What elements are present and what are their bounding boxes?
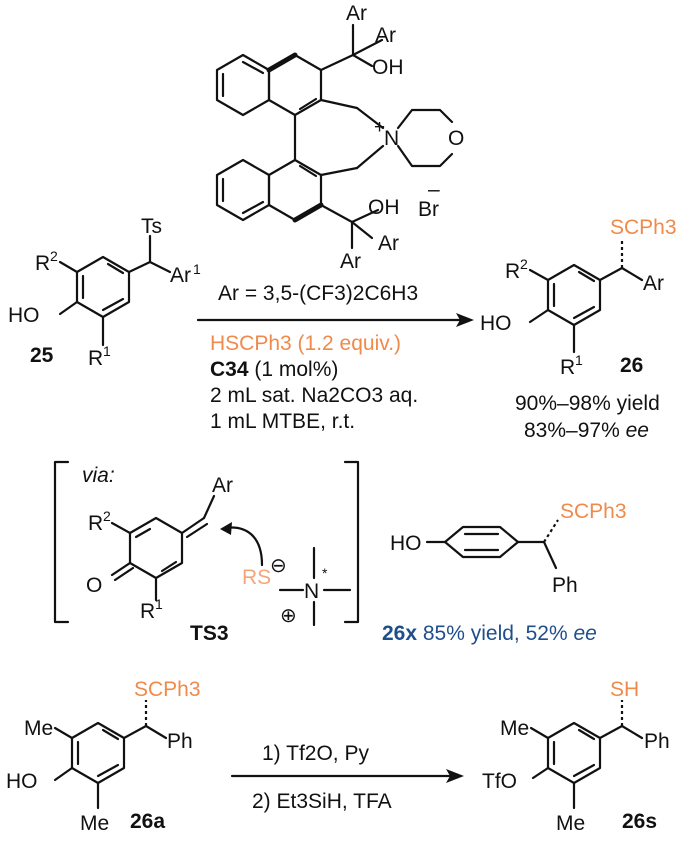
ts3-o: O <box>86 574 102 597</box>
26a-ho: HO <box>6 770 38 793</box>
ts3-plus: ⊕ <box>280 605 297 627</box>
compound-26a: SCPh3 Ph Me HO Me 26a <box>6 678 201 835</box>
ts3-minus: ⊖ <box>270 555 287 577</box>
26s-tfo: TfO <box>482 770 517 793</box>
condition-reagent: HSCPh3 (1.2 equiv.) <box>210 332 401 355</box>
sub-ar1: Ar <box>170 264 191 287</box>
substrate-25: Ts Ar 1 R 2 HO R 1 25 <box>8 215 201 370</box>
cat-oh-bot: OH <box>368 196 400 219</box>
ts3-label: TS3 <box>190 622 229 645</box>
ts3-via: via: <box>82 464 115 487</box>
26a-ph: Ph <box>167 730 193 753</box>
26s-sh: SH <box>610 678 639 701</box>
product-number: 26 <box>620 354 643 377</box>
svg-text:2: 2 <box>520 256 528 272</box>
ts3-structure: via: Ar R 2 O R 1 RS ⊖ N * ⊕ TS3 <box>53 460 360 645</box>
cat-minus: – <box>428 178 440 201</box>
26a-scph3: SCPh3 <box>134 678 201 701</box>
prod-scph3: SCPh3 <box>610 216 677 239</box>
ts3-rs: RS <box>242 566 271 589</box>
26a-me-top: Me <box>24 717 53 740</box>
cat-ar-bot: Ar <box>378 232 399 255</box>
prod-r1: R <box>560 356 575 379</box>
ts3-ar: Ar <box>212 474 233 497</box>
step-2: 2) Et3SiH, TFA <box>252 790 392 813</box>
example-result: 26x 85% yield, 52% ee <box>382 622 597 645</box>
ts3-star: * <box>322 565 328 581</box>
prod-r2: R <box>505 260 520 283</box>
svg-text:2: 2 <box>50 248 58 264</box>
ee-range: 83%–97% ee <box>524 419 649 442</box>
cat-o: O <box>448 127 464 150</box>
26a-me-bot: Me <box>80 812 109 835</box>
ts3-r2: R <box>88 512 103 535</box>
26s-ph: Ph <box>644 730 670 753</box>
ts3-r1: R <box>140 600 155 623</box>
reaction-arrow-2 <box>230 769 464 783</box>
26s-me-top: Me <box>500 717 529 740</box>
ex-scph3: SCPh3 <box>560 500 627 523</box>
ex-ph: Ph <box>552 574 578 597</box>
svg-text:1: 1 <box>155 596 163 612</box>
svg-text:1: 1 <box>575 352 583 368</box>
svg-text:1: 1 <box>103 343 111 359</box>
condition-solvent: 1 mL MTBE, r.t. <box>210 410 355 433</box>
cat-ar-top: Ar <box>346 2 367 25</box>
26s-me-bot: Me <box>556 812 585 835</box>
yield-range: 90%–98% yield <box>515 392 660 415</box>
product-26: SCPh3 Ar R 2 HO R 1 26 <box>480 216 677 379</box>
reaction-arrow-1 <box>196 313 474 327</box>
ar-definition: Ar = 3,5-(CF3)2C6H3 <box>218 282 418 305</box>
sub-r1: R <box>88 347 103 370</box>
cat-br: Br <box>418 198 439 221</box>
compound-26s: SH Ph Me TfO Me 26s <box>482 678 670 835</box>
ts3-n: N <box>304 580 319 603</box>
compound-26s-number: 26s <box>622 810 657 833</box>
svg-text:2: 2 <box>103 508 111 524</box>
cat-oh-top: OH <box>372 56 404 79</box>
substrate-number: 25 <box>30 344 54 367</box>
example-26x: HO SCPh3 Ph 26x 85% yield, 52% ee <box>382 500 627 645</box>
svg-text:1: 1 <box>193 261 201 277</box>
cat-ar-bot2: Ar <box>340 250 361 273</box>
prod-ar: Ar <box>643 272 664 295</box>
ex-ho: HO <box>390 532 422 555</box>
cat-n-plus: + <box>374 117 385 138</box>
cat-n: N <box>384 127 399 150</box>
sub-ts: Ts <box>141 215 162 238</box>
compound-26a-number: 26a <box>130 810 165 833</box>
sub-ho: HO <box>8 304 40 327</box>
catalyst-structure: Ar Ar OH + N O – Br OH Ar Ar <box>215 2 464 273</box>
condition-base: 2 mL sat. Na2CO3 aq. <box>210 384 418 407</box>
step-1: 1) Tf2O, Py <box>262 742 369 765</box>
condition-catalyst: C34 (1 mol%) <box>210 358 338 381</box>
prod-ho: HO <box>480 312 512 335</box>
cat-ar-top2: Ar <box>375 24 396 47</box>
sub-r2: R <box>35 252 50 275</box>
